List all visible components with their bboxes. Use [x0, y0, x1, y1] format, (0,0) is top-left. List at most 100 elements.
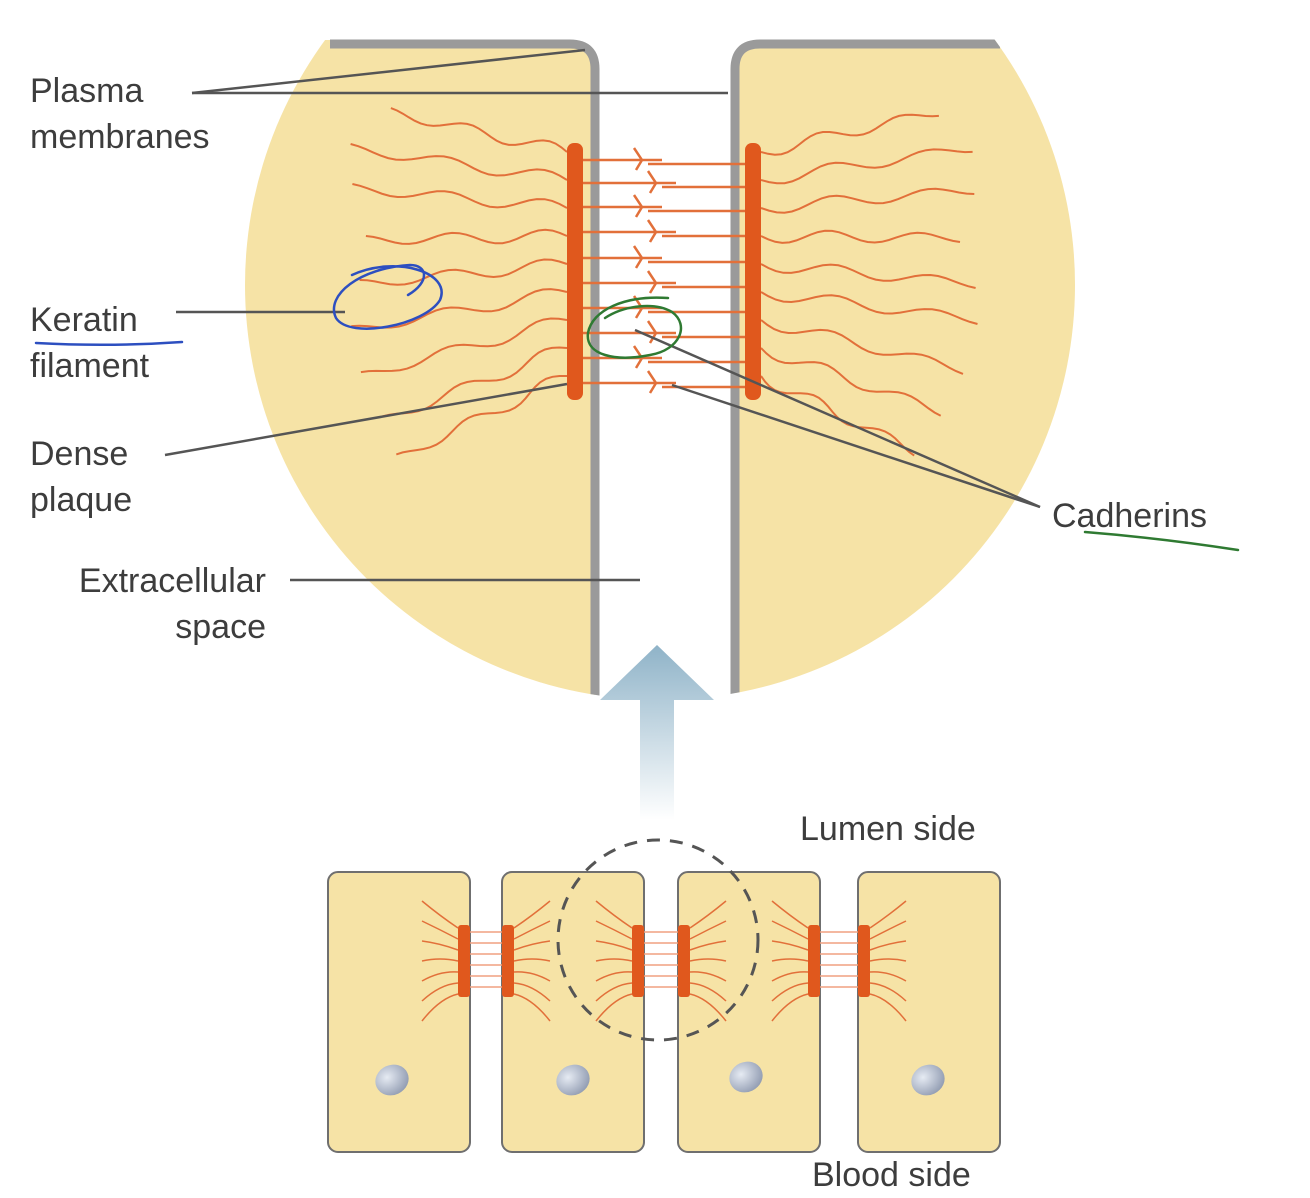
small-filament [421, 900, 459, 929]
keratin-filament-left-3 [352, 183, 568, 209]
small-filament [421, 993, 459, 1022]
small-desmosome-1 [421, 900, 551, 1022]
small-filament [595, 940, 633, 951]
cell-1 [327, 871, 471, 1153]
label-plasma-membranes-line2: membranes [30, 118, 210, 156]
small-plaque-left-2 [632, 925, 644, 997]
cadherin-5 [583, 245, 745, 269]
cadherin-10 [583, 370, 745, 394]
small-filament [771, 982, 809, 1002]
magnified-region-circle [556, 838, 760, 1042]
label-lumen-side: Lumen side [800, 810, 976, 848]
small-plaque-left-1 [458, 925, 470, 997]
right-cell-cytoplasm [735, 40, 1075, 700]
cadherin-3 [583, 194, 745, 218]
small-filament [771, 920, 809, 940]
keratin-filament-right-1 [760, 113, 939, 156]
cadherins-group [583, 147, 745, 394]
small-filament [869, 940, 907, 951]
cadherin-7 [583, 295, 745, 319]
label-plasma-membranes-line1: Plasma [30, 72, 144, 110]
small-filament [771, 940, 809, 951]
nucleus-2 [556, 1064, 590, 1096]
small-filament [595, 982, 633, 1002]
keratin-filament-left-7 [360, 317, 568, 374]
small-filament [513, 971, 551, 982]
small-filament [421, 940, 459, 951]
cell-4 [857, 871, 1001, 1153]
small-filament [771, 900, 809, 929]
label-extracellular-space-line1: Extracellular [78, 562, 266, 600]
keratin-filament-right-2 [760, 148, 973, 185]
handwritten-annotations [34, 263, 1240, 552]
label-extracellular-space-line2: space [175, 608, 266, 646]
small-filament [421, 971, 459, 982]
small-filament [513, 958, 551, 962]
cadherin-6 [583, 270, 745, 294]
small-filament [869, 993, 907, 1022]
small-filament [771, 993, 809, 1022]
label-keratin-filament-line2: filament [30, 347, 150, 385]
small-filament [513, 900, 551, 929]
small-filament [689, 993, 727, 1022]
magnify-arrow [600, 645, 714, 820]
label-dense-plaque: Dense plaque [30, 431, 132, 523]
leader-dense-plaque [164, 382, 568, 457]
cell-3 [677, 871, 821, 1153]
right-dense-plaque [745, 143, 761, 400]
label-extracellular-space: Extracellular space [30, 558, 266, 650]
small-filament [595, 993, 633, 1022]
cadherin-1 [583, 147, 745, 171]
small-filament [595, 900, 633, 929]
cadherin-2 [583, 170, 745, 194]
blue-circle-annotation [332, 263, 443, 330]
small-filament [595, 958, 633, 962]
small-desmosome-3 [771, 900, 907, 1022]
small-filament [869, 958, 907, 962]
nucleus-4 [911, 1064, 945, 1096]
leader-cadherins-2 [671, 383, 1041, 509]
keratin-filament-left-2 [350, 143, 568, 181]
small-filament [689, 971, 727, 982]
small-plaque-right-3 [858, 925, 870, 997]
keratin-filament-left-4 [365, 228, 568, 245]
small-filament [513, 940, 551, 951]
small-filament [689, 982, 727, 1002]
small-plaque-right-2 [678, 925, 690, 997]
label-dense-plaque-line1: Dense [30, 435, 129, 473]
small-filament [869, 900, 907, 929]
keratin-filament-right-7 [760, 319, 964, 375]
small-filament [513, 982, 551, 1002]
small-filament [513, 993, 551, 1022]
small-filament [771, 958, 809, 962]
small-desmosome-2 [595, 900, 727, 1022]
keratin-filament-left-1 [390, 107, 568, 153]
small-plaque-right-1 [502, 925, 514, 997]
left-dense-plaque [567, 143, 583, 400]
right-plasma-membrane [730, 39, 1000, 700]
small-filament [513, 920, 551, 940]
nucleus-1 [375, 1064, 409, 1096]
label-blood-side: Blood side [812, 1156, 971, 1194]
label-plasma-membranes: Plasma membranes [30, 68, 210, 160]
leader-plasma-1 [191, 48, 586, 95]
epithelial-cells [327, 838, 1001, 1153]
keratin-filament-right-6 [760, 291, 978, 325]
small-filament [421, 958, 459, 962]
small-filament [771, 971, 809, 982]
small-filament [689, 900, 727, 929]
blue-underline-annotation [34, 340, 184, 347]
leader-cadherins-1 [634, 328, 1041, 509]
keratin-filament-left-9 [396, 375, 567, 456]
cadherin-8 [583, 320, 745, 344]
leader-lines [164, 48, 1041, 582]
small-filament [869, 982, 907, 1002]
magnified-view [245, 39, 1075, 700]
small-filament [689, 958, 727, 962]
green-circle-annotation [586, 296, 683, 359]
small-filament [869, 971, 907, 982]
green-underline-annotation [1083, 530, 1240, 552]
label-keratin-filament-line1: Keratin [30, 301, 138, 339]
